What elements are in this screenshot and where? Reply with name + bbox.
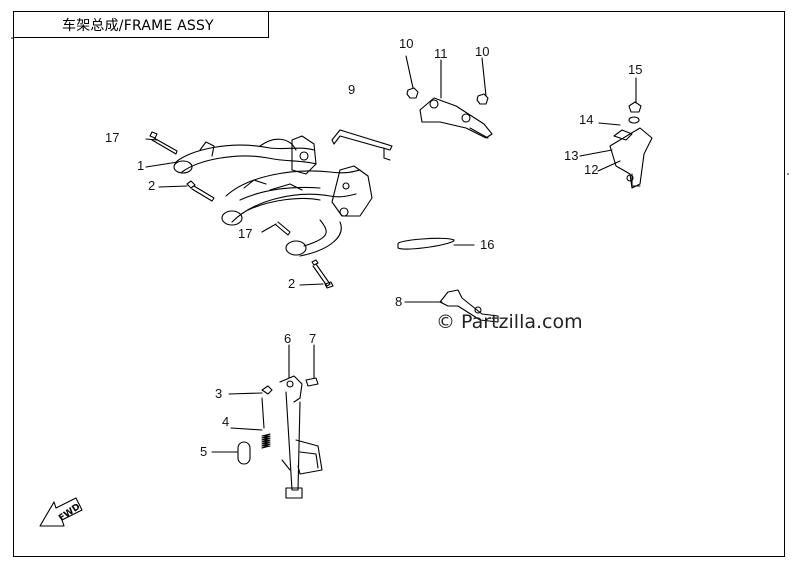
callout-17-upper: 17 xyxy=(105,130,120,145)
title-block xyxy=(13,11,269,38)
fwd-arrow-icon xyxy=(39,497,83,527)
callout-9: 9 xyxy=(348,82,356,97)
part-11-mounting-plate xyxy=(419,97,493,139)
callout-17-lower: 17 xyxy=(238,226,253,241)
part-8-bracket xyxy=(439,289,499,323)
callout-2-upper: 2 xyxy=(148,178,156,193)
part-16-rubber-pad xyxy=(397,237,455,250)
drawing-border xyxy=(13,11,785,557)
callout-11: 11 xyxy=(434,46,448,61)
part-2-bolt-lower xyxy=(311,259,334,289)
part-7-bolt xyxy=(305,377,319,387)
part-2-bolt-upper xyxy=(186,180,215,202)
callout-3: 3 xyxy=(215,386,223,401)
part-5-pin xyxy=(237,441,251,465)
callout-5: 5 xyxy=(200,444,208,459)
callout-6: 6 xyxy=(284,331,292,346)
callout-7: 7 xyxy=(309,331,317,346)
callout-12: 12 xyxy=(584,162,599,177)
part-10-bolt-right xyxy=(476,93,489,105)
callout-14: 14 xyxy=(579,112,594,127)
callout-4: 4 xyxy=(222,414,230,429)
diagram-title: 车架总成/FRAME ASSY xyxy=(62,18,214,34)
callout-2-lower: 2 xyxy=(288,276,296,291)
callout-16: 16 xyxy=(480,237,495,252)
callout-15: 15 xyxy=(628,62,643,77)
part-17-bolt-lower xyxy=(275,221,291,236)
callout-1: 1 xyxy=(137,158,145,173)
watermark-text: © Partzilla.com xyxy=(436,311,583,333)
part-14-washer xyxy=(628,116,640,124)
part-3-spring-hook xyxy=(261,385,273,429)
part-10-bolt-left xyxy=(406,87,419,99)
part-15-nut xyxy=(628,101,642,113)
part-9-bracket xyxy=(331,129,393,161)
callout-10-left: 10 xyxy=(399,36,414,51)
part-17-bolt-upper xyxy=(149,131,178,155)
part-12-bracket xyxy=(609,127,653,189)
callout-13: 13 xyxy=(564,148,579,163)
part-6-side-stand xyxy=(279,375,323,499)
part-1-main-frame xyxy=(173,135,373,257)
callout-10-right: 10 xyxy=(475,44,490,59)
part-4-spring xyxy=(261,433,271,449)
callout-8: 8 xyxy=(395,294,403,309)
leader-lines xyxy=(145,55,637,453)
